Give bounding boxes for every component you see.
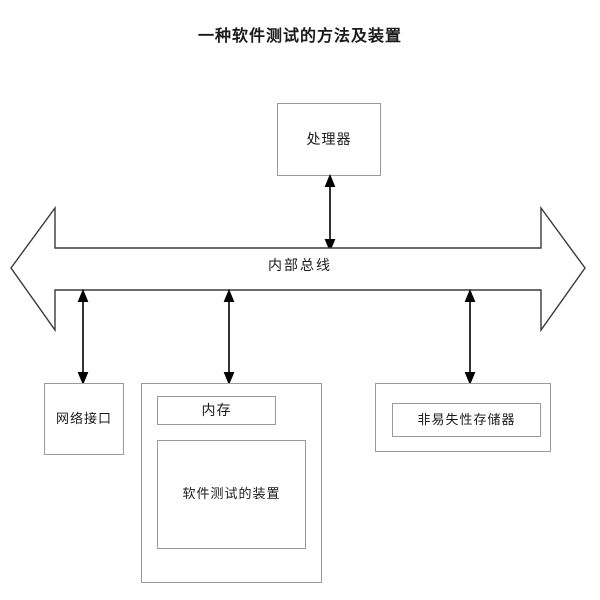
processor-label: 处理器 xyxy=(306,131,352,148)
nonvolatile-memory-label: 非易失性存储器 xyxy=(417,412,516,428)
memory-label: 内存 xyxy=(201,402,232,419)
connector-bus-to-memory-arrow xyxy=(223,289,235,385)
memory-title-box: 内存 xyxy=(157,396,276,425)
network-interface-label: 网络接口 xyxy=(55,411,112,427)
connector-processor-to-bus-arrow xyxy=(324,174,336,252)
software-testing-apparatus-label: 软件测试的装置 xyxy=(182,487,281,502)
nonvolatile-memory-inner-box: 非易失性存储器 xyxy=(392,403,541,437)
software-testing-apparatus-box: 软件测试的装置 xyxy=(157,440,306,549)
connector-bus-to-nonvolatile-memory-arrow xyxy=(464,289,476,385)
network-interface-box: 网络接口 xyxy=(44,383,124,455)
page-title: 一种软件测试的方法及装置 xyxy=(197,26,402,45)
connector-bus-to-network-interface-arrow xyxy=(77,289,89,385)
internal-bus-shape xyxy=(10,205,586,333)
processor-box: 处理器 xyxy=(277,103,381,176)
